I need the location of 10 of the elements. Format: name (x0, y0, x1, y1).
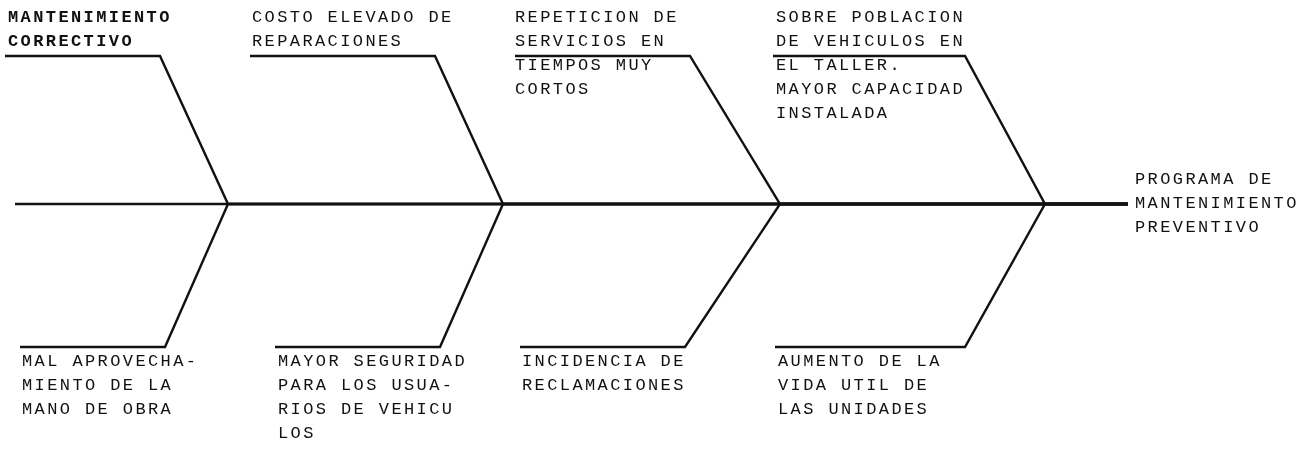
effect-label: PROGRAMA DE MANTENIMIENTO PREVENTIVO (1135, 168, 1303, 240)
cause-label: MAL APROVECHA- MIENTO DE LA MANO DE OBRA (22, 350, 203, 422)
fishbone-line (775, 202, 1128, 349)
cause-label: REPETICION DE SERVICIOS EN TIEMPOS MUY CORTOS (515, 6, 696, 102)
cause-label: MANTENIMIENTO CORRECTIVO (8, 6, 214, 54)
cause-label: COSTO ELEVADO DE REPARACIONES (252, 6, 471, 54)
cause-label: AUMENTO DE LA VIDA UTIL DE LAS UNIDADES (778, 350, 946, 422)
cause-label: INCIDENCIA DE RECLAMACIONES (522, 350, 690, 398)
cause-label: MAYOR SEGURIDAD PARA LOS USUA- RIOS DE VEHICU LOS (278, 350, 471, 446)
cause-label: SOBRE POBLACION DE VEHICULOS EN EL TALLER. MAYOR CAPACIDAD INSTALADA (776, 6, 969, 126)
